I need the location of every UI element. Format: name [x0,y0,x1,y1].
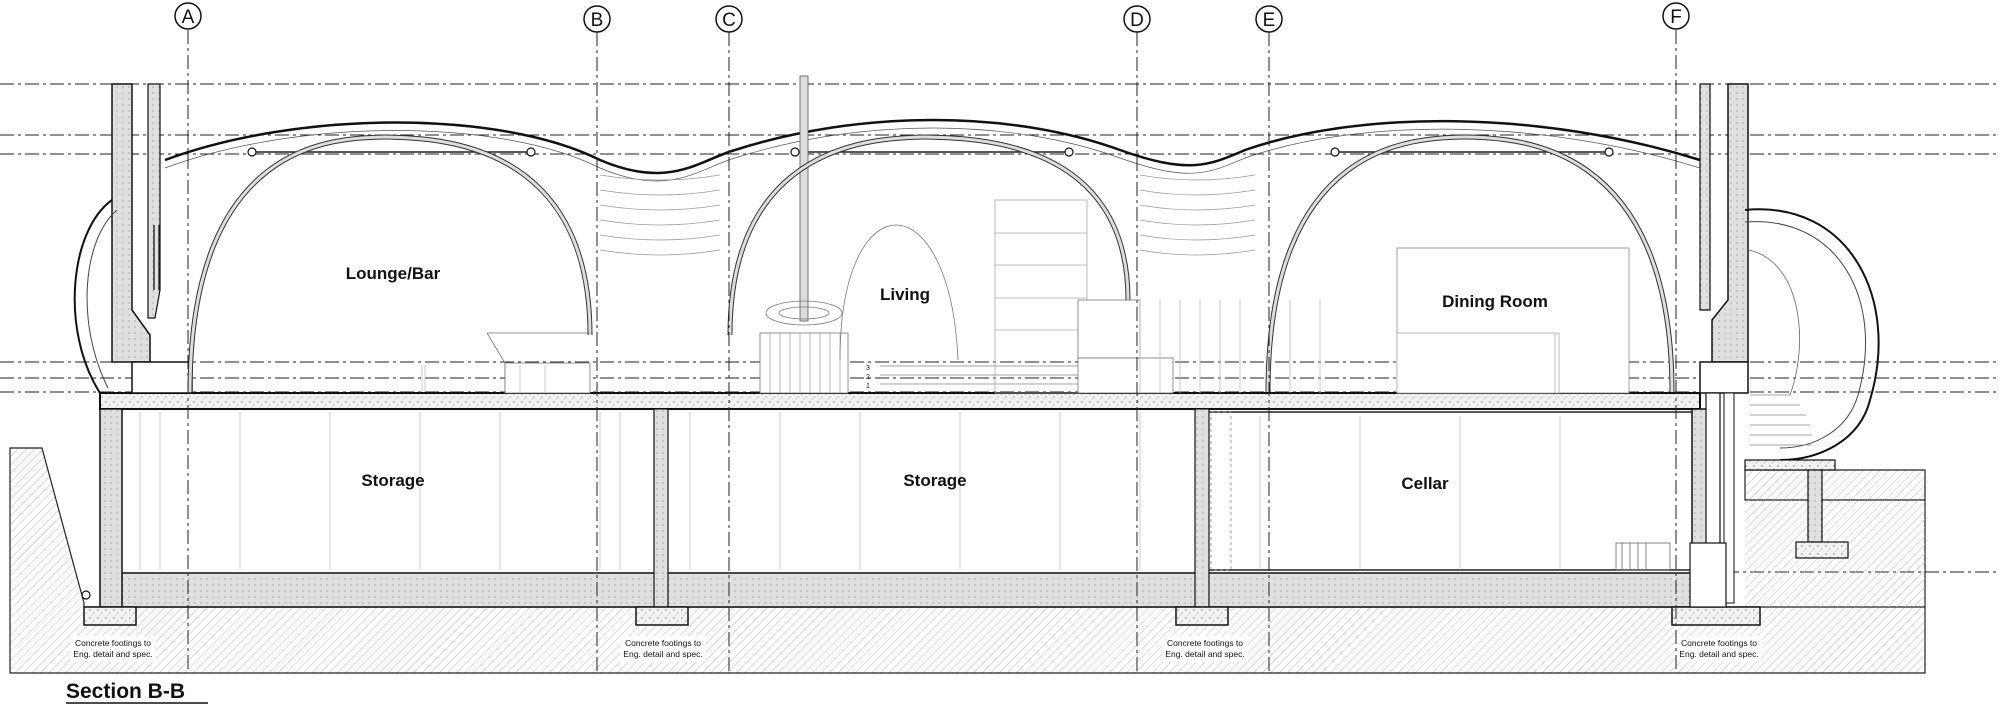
grid-bubble-f: F [1662,2,1690,30]
footing-note-line2: Eng. detail and spec. [1679,649,1758,659]
footing-notes: Concrete footings to Eng. detail and spe… [73,638,1758,659]
section-title: Section B-B [66,680,208,704]
room-label-dining-room: Dining Room [1442,292,1548,311]
furnishings [421,199,1630,394]
basement-structure [70,392,1762,662]
stair-number: 1 [866,383,870,390]
ground [9,447,1926,674]
footing-note-line2: Eng. detail and spec. [1165,649,1244,659]
footing-note-f: Concrete footings to Eng. detail and spe… [1679,638,1758,659]
grid-bubble-d: D [1123,5,1151,33]
grid-label: E [1263,10,1276,31]
footing-note-line1: Concrete footings to [625,638,701,648]
grid-label: C [722,10,736,31]
room-label-storage-middle: Storage [903,471,966,490]
footing-note-line1: Concrete footings to [1167,638,1243,648]
room-label-lounge-bar: Lounge/Bar [346,264,441,283]
footing-note-d: Concrete footings to Eng. detail and spe… [1165,638,1244,659]
room-label-cellar: Cellar [1401,474,1449,493]
arches [187,134,1675,393]
footing-note-line1: Concrete footings to [1681,638,1757,648]
grid-label: D [1130,10,1144,31]
stair-number: 3 [866,365,870,372]
grid-bubble-b: B [583,5,611,33]
room-labels: Lounge/Bar Living Dining Room Storage St… [346,264,1548,493]
grid-bubbles: A B C D E F [174,2,1690,33]
end-walls [73,83,1880,608]
footing-note-line2: Eng. detail and spec. [623,649,702,659]
grid-label: F [1670,7,1682,28]
grid-label: B [591,10,604,31]
grid-bubble-c: C [715,5,743,33]
section-title-text: Section B-B [66,680,185,703]
footing-note-a: Concrete footings to Eng. detail and spe… [73,638,152,659]
room-label-living: Living [880,285,930,304]
footing-note-b: Concrete footings to Eng. detail and spe… [623,638,702,659]
grid-axes [187,30,1677,673]
room-label-storage-left: Storage [361,471,424,490]
grid-bubble-e: E [1255,5,1283,33]
grid-bubble-a: A [174,2,202,30]
footing-note-line2: Eng. detail and spec. [73,649,152,659]
stair-numbers: 3 2 1 [866,365,870,390]
footing-note-line1: Concrete footings to [75,638,151,648]
stair-number: 2 [866,374,870,381]
grid-label: A [182,7,195,28]
